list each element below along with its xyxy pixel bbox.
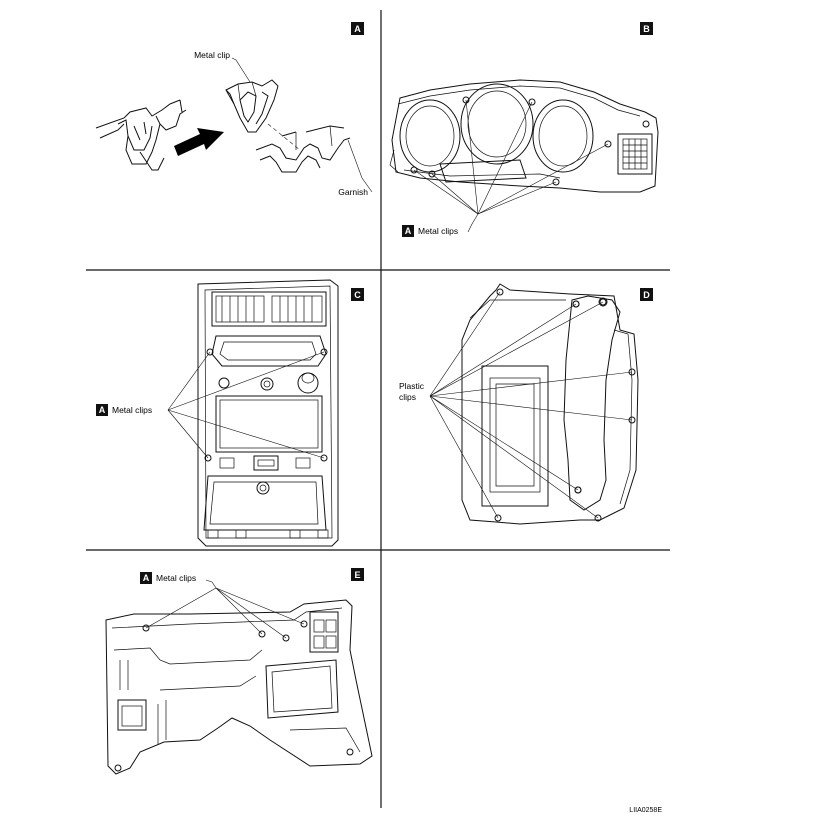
garnish-right <box>255 125 351 173</box>
garnish-leader <box>347 139 373 193</box>
center-screen <box>215 395 323 453</box>
side-panel-outline <box>461 283 639 525</box>
lower-panel-switch <box>309 611 339 653</box>
lower-panel-opening <box>265 659 339 719</box>
panel-d: D <box>399 283 653 525</box>
panel-a: A Metal cli <box>95 22 373 197</box>
callout-b-label: Metal clips <box>418 226 458 236</box>
insert-arrow <box>174 128 224 156</box>
garnish-label: Garnish <box>338 187 368 197</box>
leaders-c <box>167 351 325 459</box>
lower-panel-ribs <box>113 647 361 753</box>
side-panel-pocket <box>481 365 549 507</box>
figure-code: LIIA0258E <box>629 807 662 814</box>
callout-e-badge-text: A <box>143 573 150 583</box>
center-vents <box>211 291 327 327</box>
center-knobs <box>218 372 319 394</box>
gauge-openings <box>399 83 594 173</box>
panel-e-badge: E <box>351 568 364 581</box>
center-pocket <box>203 475 327 531</box>
cluster-vent <box>617 133 653 175</box>
metal-clip-shape <box>225 79 279 133</box>
callout-c-badge-text: A <box>99 405 106 415</box>
leaders-b <box>413 99 609 233</box>
panel-e-badge-text: E <box>354 570 360 580</box>
leaders-e <box>145 579 305 639</box>
panel-b-badge-text: B <box>643 24 650 34</box>
bottom-tabs-c <box>207 529 329 539</box>
side-panel-rib <box>563 295 633 511</box>
clip-marks-e <box>114 620 354 772</box>
panel-b-badge: B <box>640 22 653 35</box>
clip-alignment-line <box>267 123 301 151</box>
panel-b: B <box>389 22 659 237</box>
callout-c: A Metal clips <box>96 404 152 416</box>
clip-leader <box>231 57 251 83</box>
clip-marks-c <box>204 348 328 462</box>
panel-d-badge-text: D <box>643 290 650 300</box>
center-display <box>211 335 327 367</box>
panel-c: C <box>96 279 364 547</box>
callout-e: A Metal clips <box>140 572 196 584</box>
panel-d-badge: D <box>640 288 653 301</box>
panel-a-badge-text: A <box>354 24 361 34</box>
panel-e: E <box>105 568 373 775</box>
panel-grid <box>86 10 670 808</box>
callout-d-line2: clips <box>399 392 416 402</box>
metal-clip-label: Metal clip <box>194 50 230 60</box>
garnish-left <box>95 99 187 171</box>
lower-panel-outline <box>105 599 373 775</box>
panel-c-badge-text: C <box>354 290 361 300</box>
center-switches <box>219 455 311 471</box>
callout-b-badge-text: A <box>405 226 412 236</box>
clip-marks-d <box>494 288 636 522</box>
callout-c-label: Metal clips <box>112 405 152 415</box>
callout-e-label: Metal clips <box>156 573 196 583</box>
leaders-d <box>429 291 633 519</box>
lower-panel-pocket <box>117 699 147 731</box>
clip-marks-b <box>410 96 650 186</box>
panel-a-badge: A <box>351 22 364 35</box>
callout-b: A Metal clips <box>402 225 458 237</box>
callout-d-line1: Plastic <box>399 381 425 391</box>
lid-lower-lip <box>403 159 561 183</box>
panel-c-badge: C <box>351 288 364 301</box>
